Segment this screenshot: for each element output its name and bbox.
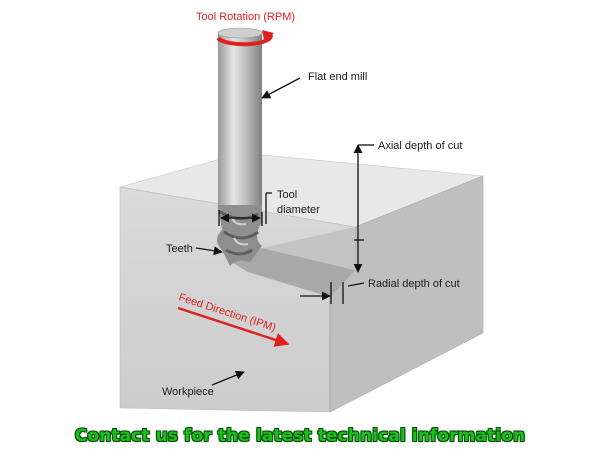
rotation-arrow-icon — [216, 30, 274, 47]
cut-slot-floor — [225, 248, 355, 297]
label-radial-depth: Radial depth of cut — [368, 278, 460, 290]
workpiece-block — [119, 152, 484, 413]
label-diameter: diameter — [277, 204, 320, 216]
tool-shank — [218, 33, 262, 211]
label-tool-rotation: Tool Rotation (RPM) — [196, 11, 295, 23]
tool-top — [217, 27, 263, 39]
feed-direction-arrow — [177, 306, 290, 347]
contact-footer-text: Contact us for the latest technical info… — [74, 426, 526, 446]
label-axial-depth: Axial depth of cut — [378, 140, 462, 152]
label-flat-end-mill: Flat end mill — [308, 71, 367, 83]
label-tool: Tool — [277, 189, 297, 201]
annotation-lines — [195, 77, 374, 386]
cut-slot-wall — [262, 227, 355, 270]
flat-end-mill — [217, 27, 263, 266]
label-teeth: Teeth — [166, 243, 193, 255]
label-workpiece: Workpiece — [162, 386, 214, 398]
